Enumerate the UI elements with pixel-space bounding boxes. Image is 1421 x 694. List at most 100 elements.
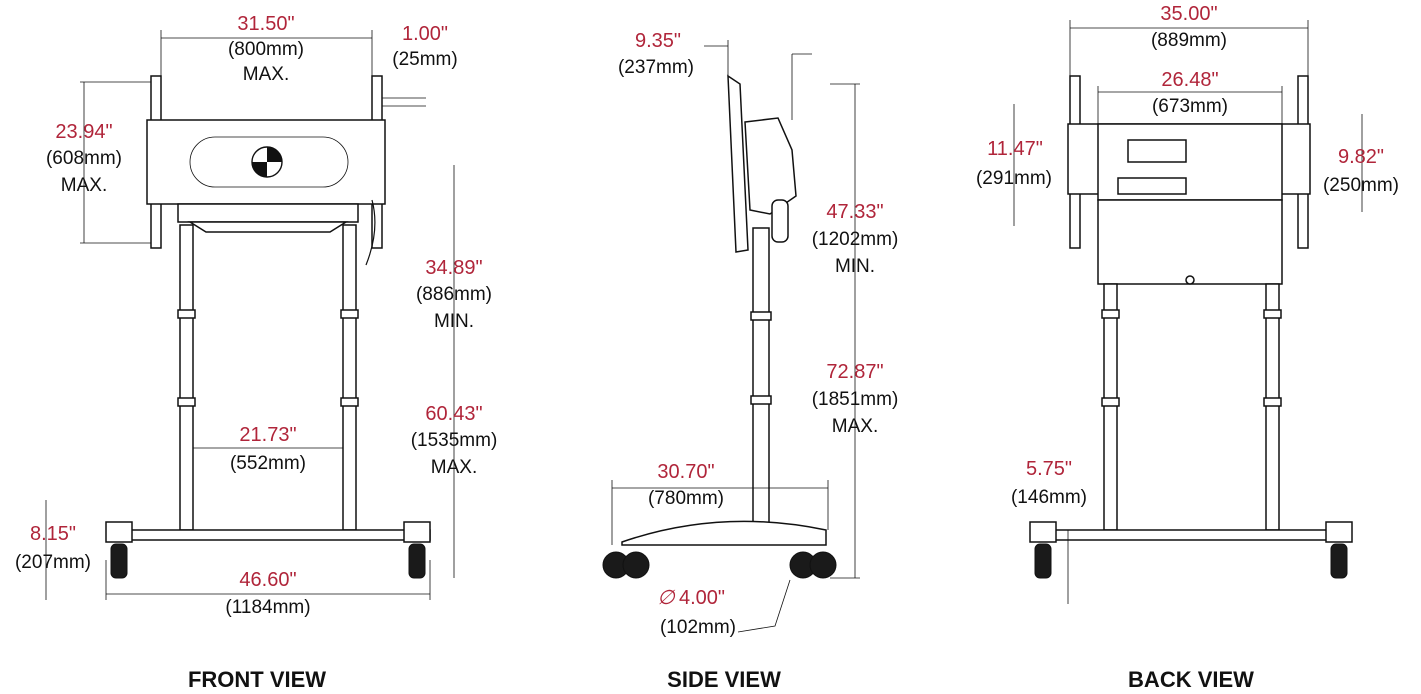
dim-leader	[737, 579, 791, 633]
dim-front-base-height: 8.15" (207mm)	[15, 523, 91, 573]
dim-inch: 31.50"	[237, 13, 294, 35]
side-column-joint	[750, 311, 772, 321]
dim-mm: (800mm)	[228, 39, 304, 60]
back-lock	[1185, 275, 1195, 285]
back-left-column	[1103, 283, 1118, 531]
dim-mm: (146mm)	[1011, 487, 1087, 508]
front-right-foot	[403, 521, 431, 543]
dim-mm: (1184mm)	[225, 597, 310, 618]
dim-front-max-height: 60.43" (1535mm) MAX.	[411, 403, 498, 478]
back-view-title: BACK VIEW	[1128, 667, 1254, 692]
dim-mm: (780mm)	[648, 488, 724, 509]
front-right-caster	[408, 543, 426, 579]
dim-mm: (889mm)	[1151, 30, 1227, 51]
side-column	[752, 227, 770, 529]
dim-qualifier: MAX.	[61, 175, 107, 196]
dim-mm: (250mm)	[1323, 175, 1399, 196]
dim-front-min-height: 34.89" (886mm) MIN.	[416, 257, 492, 332]
dim-qualifier: MIN.	[434, 311, 474, 332]
target-quadrant-a	[267, 147, 282, 162]
front-column-joint	[340, 309, 359, 319]
side-view-drawing	[602, 40, 860, 633]
dim-back-box-width: 26.48" (673mm)	[1152, 69, 1228, 117]
back-left-caster	[1034, 543, 1052, 579]
dim-inch: 9.35"	[635, 30, 681, 52]
dim-front-mount-height: 23.94" (608mm) MAX.	[46, 121, 122, 196]
dim-inch: 4.00"	[679, 587, 725, 609]
dim-mm: (673mm)	[1152, 96, 1228, 117]
back-base	[1031, 529, 1351, 541]
side-handset	[771, 199, 789, 243]
dim-qualifier: MAX.	[243, 64, 289, 85]
dim-mm: (1202mm)	[812, 229, 899, 250]
front-view-drawing	[45, 30, 455, 600]
back-cabinet	[1097, 199, 1283, 285]
dim-side-tilt-depth: 9.35" (237mm)	[618, 30, 694, 78]
front-cable	[365, 199, 376, 266]
dim-side-min-height: 47.33" (1202mm) MIN.	[812, 201, 899, 277]
front-carriage	[177, 203, 359, 223]
dim-inch: 72.87"	[826, 361, 883, 383]
dim-back-base-clearance: 5.75" (146mm)	[1011, 458, 1087, 508]
back-column-joint	[1101, 397, 1120, 407]
dim-mm: (552mm)	[230, 453, 306, 474]
side-wheel	[622, 551, 650, 579]
side-mount-rail	[727, 74, 749, 253]
back-right-caster	[1330, 543, 1348, 579]
dim-front-base-width: 46.60" (1184mm)	[225, 569, 310, 618]
dim-inch: 46.60"	[239, 569, 296, 591]
dim-inch: 60.43"	[425, 403, 482, 425]
dim-front-width: 31.50" (800mm) MAX.	[228, 13, 304, 85]
dim-inch: 23.94"	[55, 121, 112, 143]
front-left-column	[179, 224, 194, 531]
side-wheel	[809, 551, 837, 579]
side-bracket	[744, 117, 797, 215]
back-power-strip	[1117, 177, 1187, 195]
dim-qualifier: MAX.	[832, 416, 878, 437]
back-left-foot	[1029, 521, 1057, 543]
front-view-title: FRONT VIEW	[188, 667, 326, 692]
diameter-symbol: ∅	[657, 587, 676, 609]
dim-front-rail-offset: 1.00" (25mm)	[392, 23, 457, 70]
front-carriage-lip	[187, 221, 349, 233]
front-left-foot	[105, 521, 133, 543]
dim-inch: 8.15"	[30, 523, 76, 545]
dim-inch: 30.70"	[657, 461, 714, 483]
dim-inch: 47.33"	[826, 201, 883, 223]
back-column-joint	[1263, 397, 1282, 407]
side-view-title: SIDE VIEW	[667, 667, 781, 692]
dim-qualifier: MAX.	[431, 457, 477, 478]
dim-side-base-depth: 30.70" (780mm)	[648, 461, 724, 509]
dim-mm: (886mm)	[416, 284, 492, 305]
back-column-joint	[1263, 309, 1282, 319]
dim-inch: 34.89"	[425, 257, 482, 279]
dim-mm: (25mm)	[392, 49, 457, 70]
dim-mm: (608mm)	[46, 148, 122, 169]
side-base	[621, 520, 827, 546]
front-column-joint	[177, 397, 196, 407]
dim-side-max-height: 72.87" (1851mm) MAX.	[812, 361, 899, 437]
dim-inch: 21.73"	[239, 424, 296, 446]
front-plate-slot	[189, 136, 349, 188]
dim-mm: (207mm)	[15, 552, 91, 573]
dim-inch: 26.48"	[1161, 69, 1218, 91]
back-view-drawing	[1013, 20, 1363, 604]
front-left-caster	[110, 543, 128, 579]
dim-mm: (1535mm)	[411, 430, 498, 451]
back-right-foot	[1325, 521, 1353, 543]
dim-mm: (1851mm)	[812, 389, 899, 410]
dim-mm: (291mm)	[976, 168, 1052, 189]
dim-inch: 5.75"	[1026, 458, 1072, 480]
dim-mm: (237mm)	[618, 57, 694, 78]
target-quadrant-b	[252, 162, 267, 177]
front-column-joint	[340, 397, 359, 407]
dim-inch: 11.47"	[987, 138, 1043, 160]
dim-back-rail-width: 35.00" (889mm)	[1151, 3, 1227, 51]
dim-side-caster-diameter: ∅ 4.00" (102mm)	[657, 587, 736, 638]
front-right-column	[342, 224, 357, 531]
front-column-joint	[177, 309, 196, 319]
front-base	[107, 529, 431, 541]
dim-back-box-height-left: 11.47" (291mm)	[976, 138, 1052, 189]
back-display-panel	[1127, 139, 1187, 163]
